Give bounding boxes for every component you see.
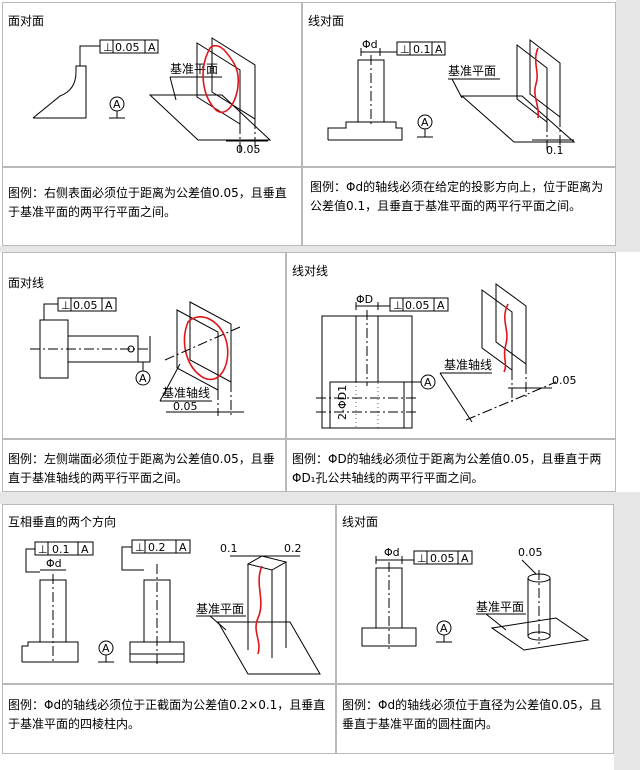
fcf-symbol: ⊥ [135,541,145,554]
plane-label: 基准平面 [196,602,244,616]
fcf-datum: A [435,43,443,56]
fcf-symbol: ⊥ [103,41,113,54]
panel-title: 面对面 [8,14,45,28]
dim-label: 0.05 [552,374,577,387]
row-separator [0,246,640,252]
dia-label: Φd [46,557,62,570]
panel-title: 线对面 [342,515,379,529]
figure-cell [336,504,614,684]
dim-label: 0.05 [236,143,261,156]
caption-cell [2,439,286,492]
line-to-face-drawing: Φd ⊥ 0.1 A A 基准平面 0.1 [327,38,576,157]
right-margin [616,0,640,246]
fcf-datum: A [105,299,113,312]
fcf-symbol: ⊥ [61,299,71,312]
plane-label: 基准平面 [476,600,524,614]
datum-label: A [440,622,448,635]
caption-cell [336,684,614,754]
figure-cell [286,252,616,439]
face-to-line-drawing: ⊥ 0.05 A A 基准轴线 0.05 [30,297,244,416]
datum-label: A [424,376,432,389]
caption-cell [286,439,616,492]
caption-cell [302,167,616,246]
axis-label: 基准轴线 [444,357,492,372]
fcf-symbol: ⊥ [38,543,48,556]
fcf-datum: A [81,543,89,556]
dia-label: Φd [362,38,378,51]
fcf-value: 0.05 [115,41,140,54]
panel-caption: 图例：右侧表面必须位于距离为公差值0.05，且垂直于基准平面的两平行平面之间。 [8,186,287,219]
panel-caption: 图例：Φd的轴线必须位于正截面为公差值0.2×0.1，且垂直于基准平面的四棱柱内… [8,698,326,731]
datum-label: A [139,372,147,385]
panel-title: 面对线 [8,276,45,290]
fcf-value: 0.1 [413,43,431,56]
right-margin [614,504,640,770]
plane-label: 基准平面 [448,64,496,78]
fcf-datum: A [148,41,156,54]
fcf-datum: A [461,552,469,565]
line-to-line-drawing: ΦD ⊥ 0.05 A 2-ΦD1 A 基准轴线 0. [316,283,577,429]
panel-title: 线对线 [292,264,329,278]
panel-title: 线对面 [308,14,345,28]
panel-caption: 图例：Φd的轴线必须位于直径为公差值0.05，且垂直于基准平面的圆柱面内。 [342,698,602,731]
fcf-datum: A [179,541,187,554]
fcf-symbol: ⊥ [400,43,410,56]
two-direction-drawing: ⊥ 0.1 A Φd ⊥ 0.2 A A 0.1 0.2 基准平面 [21,539,321,675]
dim-label: 0.05 [173,400,198,413]
fcf-value: 0.1 [52,543,70,556]
dim-label: 0.05 [518,546,543,559]
panel-caption: 图例：左侧端面必须位于距离为公差值0.05，且垂直于基准轴线的两平行平面之间。 [8,452,275,485]
panel-caption: 图例：ΦD的轴线必须位于距离为公差值0.05，且垂直于两ΦD₁孔公共轴线的两平行… [292,452,602,485]
panel-title: 互相垂直的两个方向 [8,515,117,529]
fcf-symbol: ⊥ [393,299,403,312]
dim-label: 0.1 [546,144,564,157]
datum-label: A [102,642,110,655]
datum-label: A [421,116,429,129]
dia-label: Φd [384,546,400,559]
row-separator [0,492,640,504]
fcf-value: 0.05 [430,552,455,565]
fcf-value: 0.05 [73,299,98,312]
fcf-value: 0.2 [148,541,166,554]
dia-label: ΦD [356,293,373,306]
axis-label: 基准轴线 [162,385,210,400]
hole-label: 2-ΦD1 [336,385,349,420]
fcf-datum: A [437,299,445,312]
plane-label: 基准平面 [170,62,218,76]
figure-cell [2,252,286,439]
dim-label: 0.1 [220,542,238,555]
fcf-value: 0.05 [405,299,430,312]
caption-cell [2,167,302,246]
caption-cell [2,684,336,754]
datum-label: A [113,98,121,111]
fcf-symbol: ⊥ [417,552,427,565]
panel-caption: 图例：Φd的轴线必须在给定的投影方向上，位于距离为公差值0.1，且垂直于基准平面… [310,180,604,213]
face-to-face-drawing: ⊥ 0.05 A A 基准平面 0.05 [32,37,272,156]
dim-label: 0.2 [284,542,302,555]
line-to-face-cylinder-drawing: Φd ⊥ 0.05 A A 0.05 基准平面 [361,546,590,651]
